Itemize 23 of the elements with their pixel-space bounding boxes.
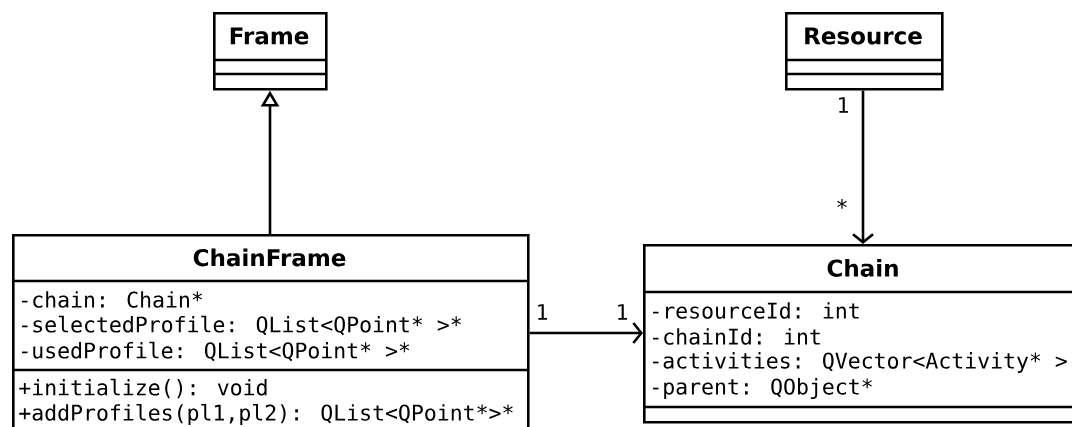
- association-arrow: [852, 90, 874, 244]
- class-name: Chain: [827, 259, 898, 277]
- class-box: [12, 234, 530, 427]
- method-text: +initialize(): void: [19, 378, 267, 399]
- class-name: Resource: [805, 27, 922, 45]
- method-text: +addProfiles(pl1,pl2): QList<QPoint*>*: [19, 404, 513, 425]
- attribute-text: -chain: Chain*: [22, 291, 203, 308]
- attribute-text: -resourceId: int: [653, 302, 859, 319]
- multiplicity-label: *: [837, 199, 847, 209]
- attribute-text: -usedProfile: QList<QPoint* >*: [22, 341, 410, 362]
- attribute-text: -selectedProfile: QList<QPoint* >*: [22, 315, 461, 336]
- class-name: ChainFrame: [193, 248, 346, 267]
- attribute-text: -activities: QVector<Activity* >: [653, 352, 1067, 373]
- attribute-text: -chainId: int: [653, 328, 820, 345]
- class-box: [643, 244, 1072, 424]
- multiplicity-label: 1: [618, 304, 627, 320]
- multiplicity-label: 1: [538, 304, 547, 320]
- attribute-text: -parent: QObject*: [653, 378, 872, 399]
- association-arrow: [529, 322, 643, 344]
- class-box: [213, 12, 328, 91]
- multiplicity-label: 1: [839, 97, 848, 113]
- class-name: Frame: [230, 27, 309, 45]
- class-box: [785, 12, 944, 91]
